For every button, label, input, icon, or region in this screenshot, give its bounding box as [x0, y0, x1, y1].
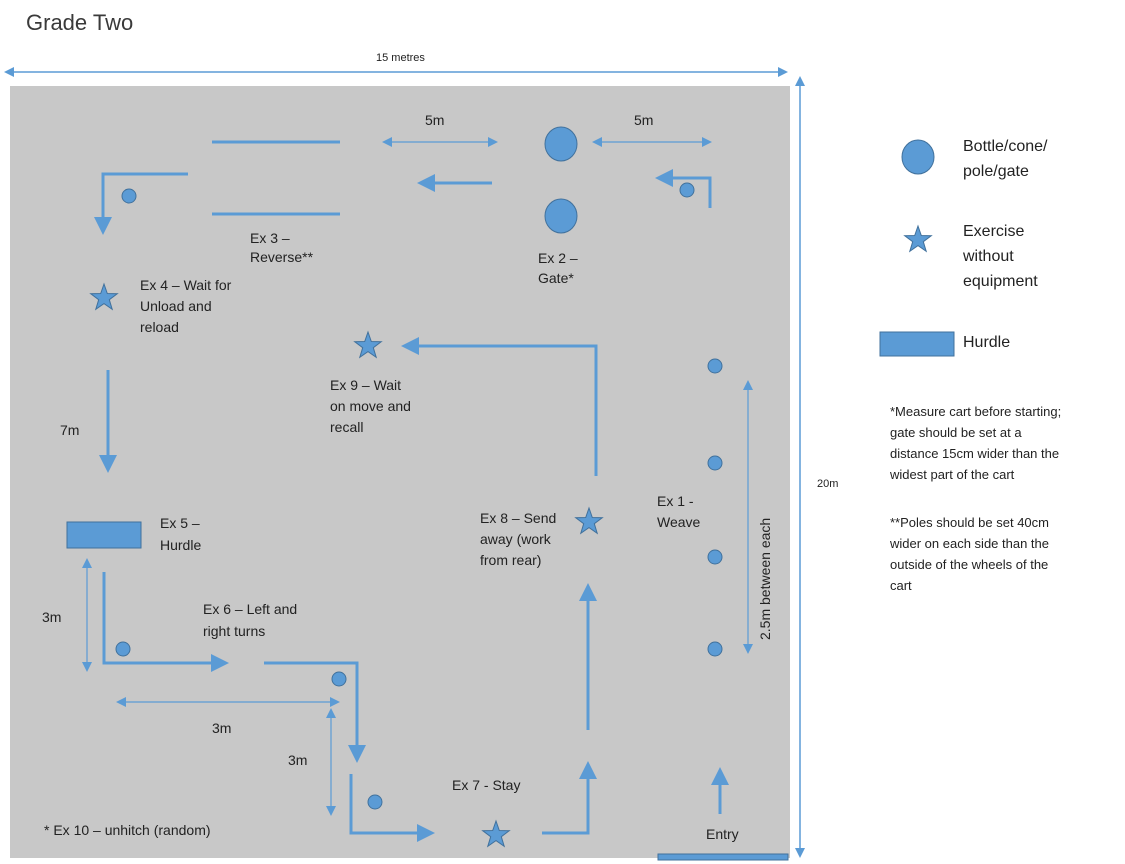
width-label: 15 metres	[376, 52, 425, 64]
legend-hurdle-icon	[879, 331, 955, 357]
marker-cone-bottom	[367, 794, 383, 810]
ex9-label-2: on move and	[330, 398, 411, 414]
height-label: 20m	[817, 478, 838, 490]
path-top-left-turn	[94, 172, 188, 235]
path-to-ex7	[349, 774, 435, 842]
path-ex6-first-turn	[102, 572, 229, 672]
note2-line-3: outside of the wheels of the	[890, 557, 1048, 572]
dim-3m-left-label: 3m	[42, 609, 61, 625]
legend-star-label-1: Exercise	[963, 223, 1024, 240]
ex1-label-2: Weave	[657, 514, 701, 530]
ex7-label: Ex 7 - Stay	[452, 777, 520, 793]
note1-line-2: gate should be set at a	[890, 425, 1022, 440]
arena	[10, 86, 790, 858]
entry-bar	[657, 853, 789, 861]
ex6-label-2: right turns	[203, 623, 265, 639]
ex8-label-2: away (work	[480, 531, 552, 547]
marker-cone-ex6-left	[115, 641, 131, 657]
legend-star-label-2: without	[962, 248, 1014, 265]
path-ex7-to-up	[542, 761, 597, 835]
note2-line-1: **Poles should be set 40cm	[890, 515, 1049, 530]
marker-cone-top-right	[679, 182, 695, 198]
legend-cone-label-1: Bottle/cone/	[963, 138, 1048, 155]
legend-cone-icon	[901, 139, 935, 175]
dim-3m-lower-label: 3m	[288, 752, 307, 768]
legend-star-icon	[904, 225, 932, 252]
note1-line-3: distance 15cm wider than the	[890, 446, 1059, 461]
path-ex6-second-turn	[264, 661, 366, 763]
ex8-label-3: from rear)	[480, 552, 541, 568]
weave-pole-2	[707, 455, 723, 471]
ex4-label-3: reload	[140, 319, 179, 335]
weave-pole-1	[707, 358, 723, 374]
note1-line-4: widest part of the cart	[889, 467, 1015, 482]
ex2-label-1: Ex 2 –	[538, 250, 578, 266]
ex10-label: * Ex 10 – unhitch (random)	[44, 822, 211, 838]
path-ex8-to-ex9	[401, 337, 598, 476]
path-top-right-turn	[655, 169, 712, 208]
ex5-hurdle	[66, 521, 142, 549]
page-title: Grade Two	[26, 10, 133, 35]
ex3-label-1: Ex 3 –	[250, 230, 290, 246]
dim-5m-left-label: 5m	[425, 112, 444, 128]
ex9-label-3: recall	[330, 419, 363, 435]
marker-cone-top-left	[121, 188, 137, 204]
weave-pole-3	[707, 549, 723, 565]
gate-cone-top	[544, 126, 578, 162]
marker-cone-ex6-right	[331, 671, 347, 687]
ex2-label-2: Gate*	[538, 270, 574, 286]
ex5-label-2: Hurdle	[160, 537, 201, 553]
ex9-label-1: Ex 9 – Wait	[330, 377, 401, 393]
ex8-label-1: Ex 8 – Send	[480, 510, 556, 526]
note2-line-2: wider on each side than the	[889, 536, 1049, 551]
note2-line-4: cart	[890, 578, 912, 593]
weave-pole-4	[707, 641, 723, 657]
gate-cone-bottom	[544, 198, 578, 234]
dim-5m-right-label: 5m	[634, 112, 653, 128]
note1-line-1: *Measure cart before starting;	[890, 404, 1061, 419]
ex4-label-2: Unload and	[140, 298, 212, 314]
entry-label: Entry	[706, 826, 739, 842]
ex3-label-2: Reverse**	[250, 249, 314, 265]
ex4-label-1: Ex 4 – Wait for	[140, 277, 232, 293]
weave-spacing-label: 2.5m between each	[757, 518, 773, 640]
legend-cone-label-2: pole/gate	[963, 163, 1029, 180]
ex1-label-1: Ex 1 -	[657, 493, 694, 509]
ex6-label-1: Ex 6 – Left and	[203, 601, 297, 617]
dim-7m-label: 7m	[60, 422, 79, 438]
dim-3m-horizontal-label: 3m	[212, 720, 231, 736]
legend-hurdle-label: Hurdle	[963, 334, 1010, 351]
ex5-label-1: Ex 5 –	[160, 515, 200, 531]
legend-star-label-3: equipment	[963, 273, 1038, 290]
